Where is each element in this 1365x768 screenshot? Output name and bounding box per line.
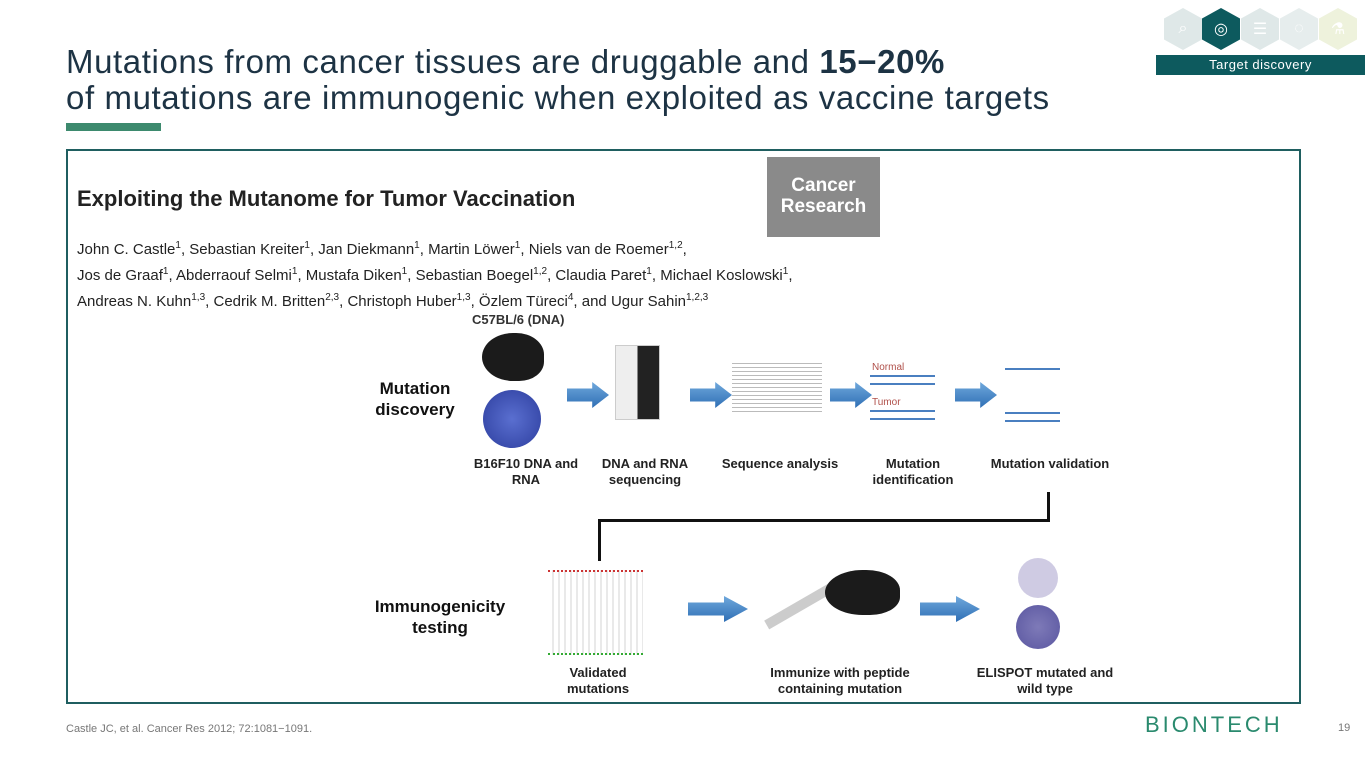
author: Özlem Türeci4 bbox=[478, 292, 574, 310]
section-badge: Target discovery bbox=[1156, 55, 1365, 75]
author: Sebastian Boegel1,2 bbox=[415, 266, 548, 284]
author: Christoph Huber1,3 bbox=[347, 292, 471, 310]
mutation-discovery-label: Mutation discovery bbox=[375, 379, 455, 419]
author: Andreas N. Kuhn1,3 bbox=[77, 292, 206, 310]
step-caption: B16F10 DNA and RNA bbox=[473, 456, 579, 487]
search-icon: ⌕ bbox=[1164, 8, 1202, 50]
step-caption: Mutation identification bbox=[872, 456, 954, 487]
globe-icon: ◌ bbox=[1280, 8, 1318, 50]
author: Ugur Sahin1,2,3 bbox=[610, 292, 709, 310]
connector-arrow bbox=[598, 519, 1050, 522]
author: Cedrik M. Britten2,3 bbox=[213, 292, 340, 310]
mouse-strain-label: C57BL/6 (DNA) bbox=[472, 312, 565, 327]
step-caption: Sequence analysis bbox=[721, 456, 839, 471]
title-line1: Mutations from cancer tissues are drugga… bbox=[66, 43, 820, 80]
slide-title: Mutations from cancer tissues are drugga… bbox=[66, 44, 1050, 116]
elispot-wildtype-well bbox=[1018, 558, 1058, 598]
connector-arrow bbox=[1047, 492, 1050, 522]
author: Michael Koslowski1 bbox=[660, 266, 789, 284]
author: Jan Diekmann1 bbox=[318, 240, 420, 258]
author: John C. Castle1 bbox=[77, 240, 181, 258]
step-caption: Mutation validation bbox=[990, 456, 1110, 471]
author-list: John C. Castle1, Sebastian Kreiter1, Jan… bbox=[77, 240, 793, 310]
author: Sebastian Kreiter1 bbox=[189, 240, 310, 258]
normal-label: Normal bbox=[872, 362, 905, 373]
author: Jos de Graaf1 bbox=[77, 266, 169, 284]
chromatogram-image bbox=[548, 570, 643, 655]
flask-icon: ⚗ bbox=[1319, 8, 1357, 50]
connector-arrow bbox=[598, 519, 601, 561]
elispot-mutated-well bbox=[1016, 605, 1060, 649]
paper-title: Exploiting the Mutanome for Tumor Vaccin… bbox=[77, 186, 576, 211]
step-caption: ELISPOT mutated and wild type bbox=[976, 665, 1114, 696]
step-caption: DNA and RNA sequencing bbox=[601, 456, 689, 487]
tumor-cells-image bbox=[483, 390, 541, 448]
sequence-alignment-image bbox=[732, 360, 822, 415]
title-line2: of mutations are immunogenic when exploi… bbox=[66, 79, 1050, 116]
list-icon: ☰ bbox=[1241, 8, 1279, 50]
sequencer-image bbox=[615, 345, 660, 420]
step-caption: Validated mutations bbox=[566, 665, 630, 696]
author: Mustafa Diken1 bbox=[305, 266, 408, 284]
author: Niels van de Roemer1,2 bbox=[528, 240, 683, 258]
figure-frame bbox=[66, 149, 1301, 704]
author: Abderraouf Selmi1 bbox=[175, 266, 298, 284]
page-number: 19 bbox=[1338, 722, 1351, 734]
author: Martin Löwer1 bbox=[428, 240, 521, 258]
author: Claudia Paret1 bbox=[555, 266, 652, 284]
target-icon: ◎ bbox=[1202, 8, 1240, 50]
tumor-label: Tumor bbox=[872, 397, 901, 408]
mouse-image bbox=[825, 570, 900, 615]
immunogenicity-testing-label: Immunogenicity testing bbox=[374, 597, 506, 637]
mouse-image bbox=[482, 333, 544, 381]
biontech-logo: BIONTECH bbox=[1145, 712, 1283, 737]
title-highlight: 15−20% bbox=[819, 43, 945, 80]
journal-logo: Cancer Research bbox=[767, 157, 880, 237]
title-accent-bar bbox=[66, 123, 161, 131]
citation: Castle JC, et al. Cancer Res 2012; 72:10… bbox=[66, 723, 313, 735]
step-caption: Immunize with peptide containing mutatio… bbox=[770, 665, 910, 696]
